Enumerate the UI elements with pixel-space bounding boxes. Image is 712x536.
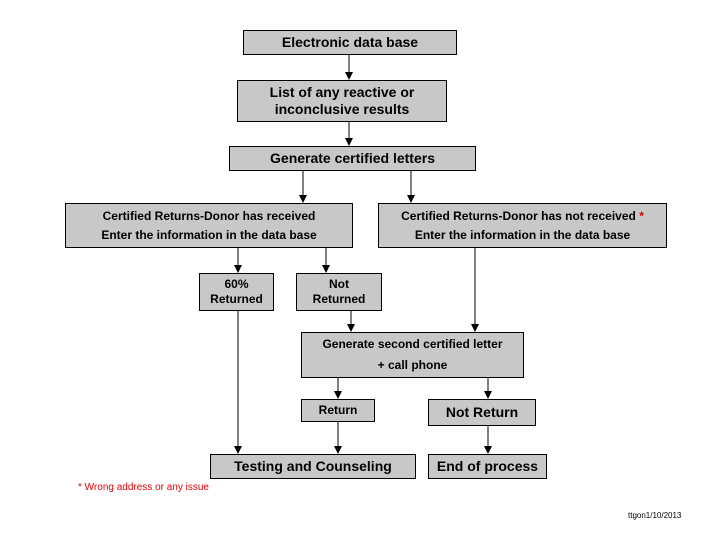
node-return: Return — [301, 399, 375, 422]
footnote-marker: * — [639, 208, 644, 223]
node-not-returned: Not Returned — [296, 273, 382, 311]
footnote-text: * Wrong address or any issue — [78, 482, 209, 493]
node-list-results: List of any reactive or inconclusive res… — [237, 80, 447, 122]
node-returns-received-line1: Certified Returns-Donor has received — [102, 208, 316, 223]
node-returns-received-line2: Enter the information in the data base — [101, 227, 317, 242]
node-returns-not-received-line2: Enter the information in the data base — [414, 227, 631, 242]
node-testing-and-counseling: Testing and Counseling — [210, 454, 416, 479]
node-electronic-data-base: Electronic data base — [243, 30, 457, 55]
node-returns-not-received: Certified Returns-Donor has not received… — [378, 203, 667, 248]
node-60-returned: 60% Returned — [199, 273, 274, 311]
node-list-results-line2: inconclusive results — [274, 101, 410, 117]
node-end-of-process: End of process — [428, 454, 547, 479]
node-list-results-line1: List of any reactive or — [269, 83, 415, 100]
node-not-return: Not Return — [428, 399, 536, 426]
node-generate-certified-letters: Generate certified letters — [229, 146, 476, 171]
node-second-certified-letter: Generate second certified letter + call … — [301, 332, 524, 378]
node-returns-received: Certified Returns-Donor has received Ent… — [65, 203, 353, 248]
node-returns-not-received-line1: Certified Returns-Donor has not received… — [401, 208, 644, 223]
author-date-credit: ttgon1/10/2013 — [628, 511, 682, 520]
